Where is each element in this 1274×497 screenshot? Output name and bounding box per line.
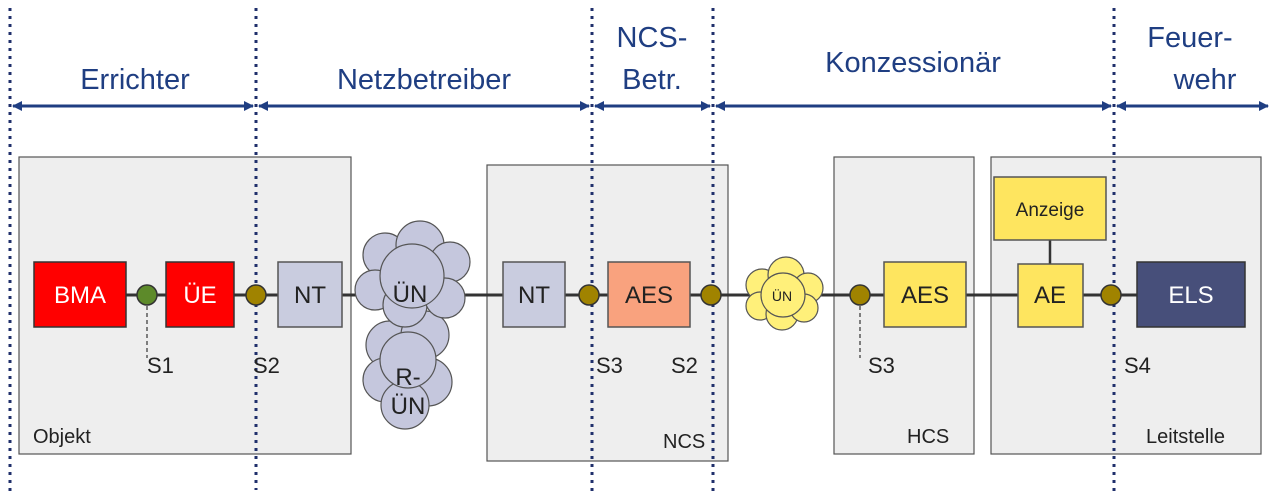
node-nt-2 [502, 261, 566, 328]
dividers [8, 8, 1116, 495]
header-netzbetreiber: Netzbetreiber [337, 64, 511, 96]
label-s1: S1 [147, 353, 174, 378]
label-run-line1: R- [395, 364, 420, 391]
label-hcs: HCS [907, 426, 949, 448]
header-feuerwehr-line1: Feuer- [1147, 22, 1232, 54]
label-bma: BMA [54, 282, 106, 309]
node-bma [33, 261, 127, 328]
interface-dot-s3-left [578, 284, 600, 306]
label-s3-left: S3 [596, 353, 623, 378]
node-nt-1 [277, 261, 343, 328]
label-s4: S4 [1124, 353, 1151, 378]
node-ae [1017, 263, 1084, 328]
interface-dot-s4 [1100, 284, 1122, 306]
label-ae: AE [1034, 282, 1066, 309]
label-un-cloud-2: ÜN [772, 287, 792, 304]
header-ncs-betr-line1: NCS- [617, 22, 688, 54]
interface-dot-s3-right [849, 284, 871, 306]
node-els [1136, 261, 1246, 328]
label-objekt: Objekt [33, 426, 91, 448]
label-aes-ncs: AES [625, 282, 673, 309]
label-nt-2: NT [518, 282, 550, 309]
un-cloud-1 [354, 220, 471, 328]
header-konzessionaer: Konzessionär [825, 47, 1001, 79]
un-cloud-2 [745, 256, 824, 331]
interface-dot-s2-right [700, 284, 722, 306]
node-anzeige [993, 176, 1107, 241]
label-aes-hcs: AES [901, 282, 949, 309]
node-aes-hcs [883, 261, 967, 328]
label-nt-1: NT [294, 282, 326, 309]
interface-dot-s2-left [245, 284, 267, 306]
header-ncs-betr-line2: Betr. [622, 64, 682, 96]
label-els: ELS [1168, 282, 1213, 309]
label-ue: ÜE [183, 282, 216, 309]
label-s3-right: S3 [868, 353, 895, 378]
label-s2-right: S2 [671, 353, 698, 378]
node-aes-ncs [607, 261, 691, 328]
node-ue [165, 261, 235, 328]
label-s2-left: S2 [253, 353, 280, 378]
header-feuerwehr-line2: wehr [1173, 64, 1237, 96]
label-leitstelle: Leitstelle [1146, 426, 1225, 448]
label-run-line2: ÜN [391, 393, 426, 420]
label-un-cloud-1: ÜN [393, 281, 428, 308]
interface-dot-s1 [136, 284, 158, 306]
label-ncs: NCS [663, 431, 705, 453]
header-errichter: Errichter [80, 64, 190, 96]
label-anzeige: Anzeige [1016, 200, 1085, 221]
